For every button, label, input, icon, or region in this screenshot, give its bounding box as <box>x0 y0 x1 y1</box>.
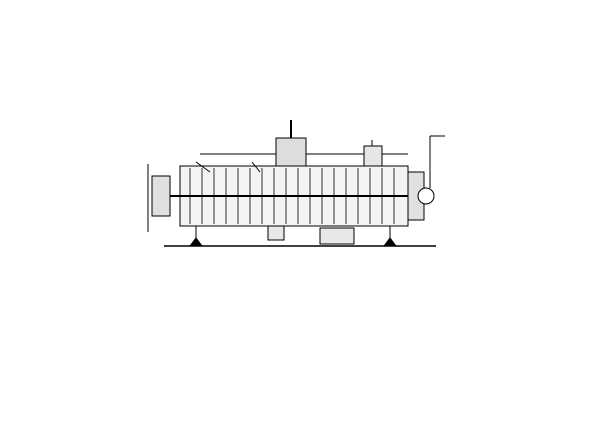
discharge-outlet <box>267 225 285 241</box>
feed-inlet <box>363 145 383 167</box>
rotary-joint <box>417 187 435 205</box>
motor-reducer <box>319 227 355 245</box>
condensate-separator <box>151 175 171 217</box>
dryer-schematic-figure <box>147 120 445 247</box>
steam-dome <box>275 137 307 167</box>
